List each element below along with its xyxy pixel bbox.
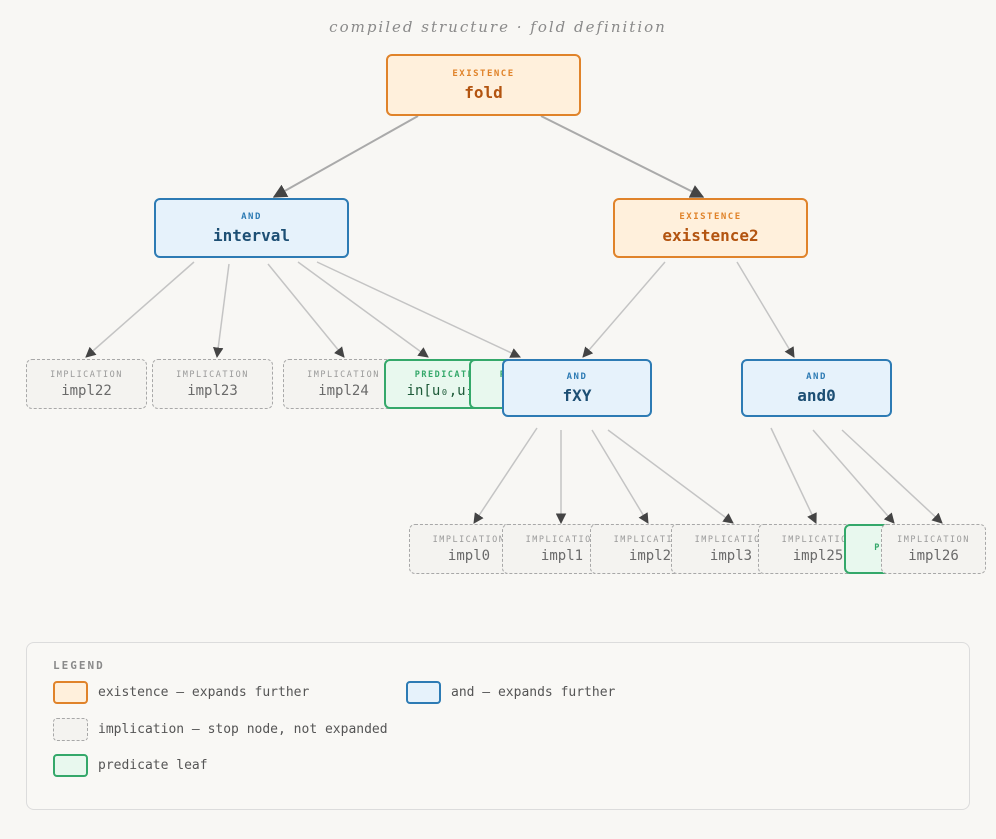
legend-title: LEGEND bbox=[53, 659, 105, 672]
node-name: impl23 bbox=[187, 382, 238, 399]
predicate-swatch bbox=[53, 754, 88, 777]
legend-item-predicate: predicate leaf bbox=[53, 754, 208, 777]
edge-fold-interval bbox=[272, 115, 419, 198]
node-name: interval bbox=[212, 225, 291, 245]
node-kind: IMPLICATION bbox=[525, 534, 599, 545]
edge-fxy-impl0 bbox=[473, 427, 538, 524]
legend-label: and — expands further bbox=[451, 685, 616, 700]
node-existence2[interactable]: EXISTENCE existence2 bbox=[613, 198, 808, 258]
diagram-title: compiled structure · fold definition bbox=[329, 18, 667, 36]
legend-item-and: and — expands further bbox=[406, 681, 615, 704]
existence-swatch bbox=[53, 681, 88, 704]
node-interval[interactable]: AND interval bbox=[154, 198, 349, 258]
node-kind: IMPLICATION bbox=[897, 534, 970, 545]
node-kind: EXISTENCE bbox=[679, 211, 742, 222]
node-kind: IMPLICATION bbox=[781, 534, 855, 545]
edge-interval-pred bbox=[297, 261, 429, 358]
node-kind: PREDICATE bbox=[414, 369, 475, 380]
node-kind: IMPLICATION bbox=[176, 369, 249, 380]
edge-interval-impl24 bbox=[267, 263, 345, 358]
node-name: impl24 bbox=[318, 382, 369, 399]
node-name: fold bbox=[464, 82, 503, 102]
node-name: in[u₀,u₁] bbox=[406, 382, 483, 399]
node-impl23[interactable]: IMPLICATION impl23 bbox=[152, 359, 273, 409]
edge-existence2-and0 bbox=[736, 261, 795, 358]
implication-swatch bbox=[53, 718, 88, 741]
node-kind: IMPLICATION bbox=[432, 534, 506, 545]
edge-interval-impl22 bbox=[85, 261, 195, 358]
node-name: impl0 bbox=[447, 547, 491, 564]
legend-label: implication — stop node, not expanded bbox=[98, 722, 388, 737]
node-impl26[interactable]: IMPLICATION impl26 bbox=[881, 524, 986, 574]
node-kind: IMPLICATION bbox=[307, 369, 380, 380]
legend-label: predicate leaf bbox=[98, 758, 208, 773]
edge-interval-impl23 bbox=[213, 263, 230, 359]
edge-and0-pred bbox=[812, 429, 895, 524]
legend-item-implication: implication — stop node, not expanded bbox=[53, 718, 388, 741]
edge-fxy-impl2 bbox=[591, 429, 649, 524]
node-fxy[interactable]: AND fXY bbox=[502, 359, 652, 417]
edge-fold-existence2 bbox=[540, 115, 705, 198]
node-name: impl1 bbox=[540, 547, 584, 564]
node-fold[interactable]: EXISTENCE fold bbox=[386, 54, 581, 116]
node-kind: AND bbox=[241, 211, 262, 222]
node-kind: IMPLICATION bbox=[694, 534, 768, 545]
node-name: existence2 bbox=[662, 225, 759, 245]
node-name: impl22 bbox=[61, 382, 112, 399]
legend: LEGEND existence — expands further and —… bbox=[26, 642, 970, 810]
node-name: impl26 bbox=[908, 547, 959, 564]
edge-interval-fxy bbox=[316, 261, 521, 358]
node-kind: IMPLICATION bbox=[50, 369, 123, 380]
node-name: impl25 bbox=[792, 547, 844, 564]
node-kind: EXISTENCE bbox=[452, 68, 515, 79]
node-impl24[interactable]: IMPLICATION impl24 bbox=[283, 359, 404, 409]
node-and0[interactable]: AND and0 bbox=[741, 359, 892, 417]
node-impl22[interactable]: IMPLICATION impl22 bbox=[26, 359, 147, 409]
and-swatch bbox=[406, 681, 441, 704]
node-name: impl3 bbox=[709, 547, 753, 564]
node-kind: IMPLICATION bbox=[613, 534, 687, 545]
node-name: and0 bbox=[797, 385, 836, 405]
node-name: impl2 bbox=[628, 547, 672, 564]
edge-and0-impl26 bbox=[841, 429, 943, 524]
node-kind: AND bbox=[806, 371, 827, 382]
edge-fxy-impl3 bbox=[607, 429, 734, 524]
edge-existence2-fxy bbox=[582, 261, 666, 358]
legend-label: existence — expands further bbox=[98, 685, 310, 700]
node-name: fXY bbox=[562, 385, 592, 405]
legend-item-existence: existence — expands further bbox=[53, 681, 309, 704]
node-kind: AND bbox=[566, 371, 588, 382]
edge-and0-impl25 bbox=[770, 427, 817, 524]
